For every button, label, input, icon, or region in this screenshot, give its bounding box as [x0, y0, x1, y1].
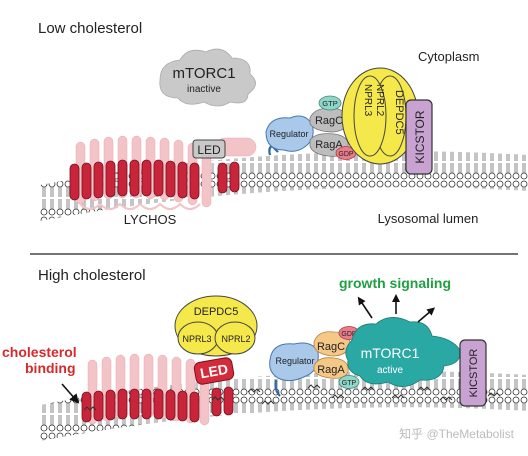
cholesterol-binding-line2: binding	[25, 360, 76, 376]
gtp-badge-high: GTP	[342, 380, 357, 387]
gdp-badge-high: GDP	[341, 331, 357, 338]
lychos-helices	[69, 159, 240, 201]
lychos-loops	[79, 202, 201, 210]
cholesterol-molecules	[83, 384, 501, 411]
rag-heterodimer-low: RagC RagA GTP GDP	[309, 95, 357, 160]
raga-label-low: RagA	[315, 139, 343, 151]
ragc-label-low: RagC	[315, 115, 343, 127]
nprl2-label-high: NPRL2	[221, 334, 250, 344]
kicstor-low: KICSTOR	[405, 99, 433, 175]
mtorc1-name-low: mTORC1	[172, 65, 235, 82]
kicstor-high: KICSTOR	[459, 339, 487, 407]
regulator-label-high: Regulator	[275, 356, 314, 366]
gtp-badge-low: GTP	[322, 99, 337, 108]
panel-low-cholesterol: Low cholesterol Cytoplasm	[38, 20, 528, 227]
regulator-low: Regulator	[265, 115, 314, 156]
lychos-label: LYCHOS	[124, 212, 177, 227]
kicstor-label-high: KICSTOR	[468, 349, 480, 398]
ragc-label-high: RagC	[317, 341, 345, 353]
watermark: 知乎 @TheMetabolist	[399, 427, 515, 441]
panel-low-title: Low cholesterol	[38, 20, 142, 37]
nprl2-label-low: NPRL2	[374, 84, 385, 117]
cholesterol-binding-line1: cholesterol	[2, 344, 77, 360]
led-label-high: LED	[199, 361, 229, 382]
cholesterol-arrow	[61, 383, 80, 404]
nprl3-label-high: NPRL3	[182, 334, 211, 344]
kicstor-label-low: KICSTOR	[413, 110, 427, 163]
led-domain-low: LED	[192, 139, 226, 159]
depdc5-label-low: DEPDC5	[393, 90, 405, 135]
mtorc1-state-low: inactive	[187, 84, 221, 95]
regulator-label-low: Regulator	[269, 129, 308, 139]
mtorc1-active-blob: mTORC1 active	[345, 317, 461, 387]
led-label-low: LED	[197, 143, 221, 157]
raga-label-high: RagA	[317, 364, 345, 376]
mtorc1-inactive-cloud: mTORC1 inactive	[159, 48, 256, 107]
growth-signaling-label: growth signaling	[339, 275, 451, 291]
mtorc1-state-high: active	[377, 365, 404, 376]
gator1-low: NPRL3 NPRL2 DEPDC5	[341, 67, 419, 165]
gdp-badge-low: GDP	[338, 151, 354, 158]
cytoplasm-label: Cytoplasm	[418, 49, 479, 64]
panel-high-title: High cholesterol	[38, 267, 146, 284]
rag-heterodimer-high: RagC RagA GDP GTP	[313, 326, 360, 389]
mtorc1-name-high: mTORC1	[361, 345, 420, 361]
lysosomal-lumen-label: Lysosomal lumen	[378, 211, 479, 226]
led-domain-high: LED	[193, 357, 235, 385]
depdc5-label-high: DEPDC5	[194, 306, 239, 318]
gator1-high: DEPDC5 NPRL3 NPRL2	[174, 295, 258, 357]
lychos-helices-high	[81, 386, 234, 423]
panel-high-cholesterol: High cholesterol	[2, 267, 528, 441]
signaling-arrows	[357, 294, 436, 323]
nprl3-label-low: NPRL3	[362, 84, 373, 117]
